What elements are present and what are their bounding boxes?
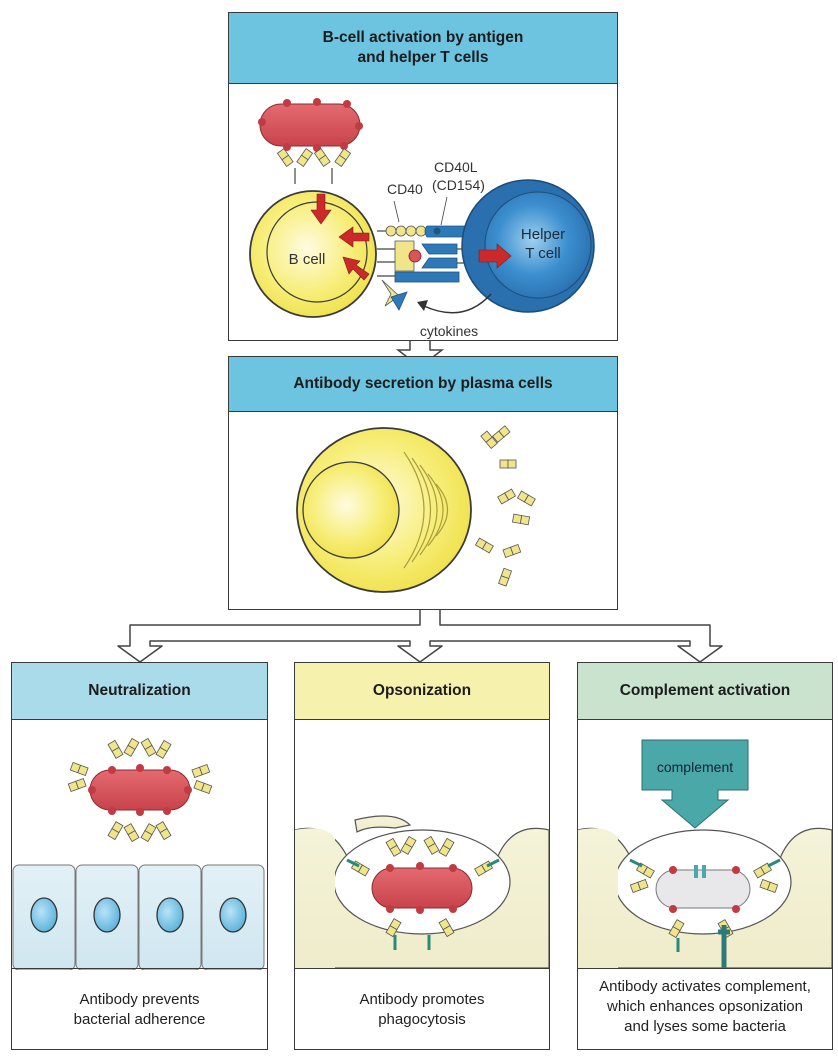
complement-receptors [629, 858, 781, 968]
epithelial-cells [12, 864, 265, 970]
neutralization-caption-line1: Antibody prevents [79, 991, 200, 1008]
complement-box: complement [641, 739, 749, 829]
complement-illustration: complement [578, 739, 832, 968]
cytokines [381, 279, 492, 314]
helper-t-cell: Helper T cell [461, 179, 595, 313]
complement-header: Complement activation [578, 663, 832, 720]
neutralization-panel: Neutralization Antibody p [11, 662, 268, 1050]
b-cell-label: B cell [289, 251, 326, 268]
complement-caption-line1: Antibody activates complement, [599, 978, 811, 995]
activation-illustration: B cell [249, 98, 595, 339]
cd40-receptor [377, 225, 427, 237]
opsonization-illustration [295, 815, 549, 968]
complement-box-label: complement [657, 759, 733, 775]
opsonized-bacterium [371, 862, 473, 914]
t-cell-signal-arrow [478, 243, 512, 269]
opsonization-caption: Antibody promotes phagocytosis [295, 990, 549, 1030]
bacterium [258, 98, 363, 152]
neutralization-caption: Antibody prevents bacterial adherence [12, 990, 267, 1030]
neutralization-caption-line2: bacterial adherence [73, 1011, 206, 1028]
helper-label-line2: T cell [525, 245, 561, 262]
signal-arrows [310, 193, 370, 281]
activation-title-line1: B-cell activation by antigen [322, 29, 524, 46]
activation-title-line2: and helper T cells [357, 49, 489, 66]
opsonization-panel: Opsonization Antibody promote [294, 662, 550, 1050]
complement-panel: Complement activation complement [577, 662, 833, 1050]
lysed-bacterium [655, 865, 751, 913]
activation-header: B-cell activation by antigen and helper … [229, 13, 617, 84]
opsonization-header: Opsonization [295, 663, 549, 720]
mhc-tcr-complex [377, 240, 469, 283]
secretion-header: Antibody secretion by plasma cells [229, 357, 617, 412]
activation-panel: B-cell activation by antigen and helper … [228, 12, 618, 341]
cd40l-label-line2: (CD154) [432, 177, 485, 193]
cd40l-label-line1: CD40L [434, 159, 478, 175]
neutralization-illustration [12, 738, 265, 970]
neutralization-header: Neutralization [12, 663, 267, 720]
fc-receptors [346, 858, 500, 950]
secreted-antibodies [475, 425, 536, 587]
opsonization-title: Opsonization [372, 682, 472, 699]
complement-caption-line2: which enhances opsonization [607, 998, 803, 1015]
plasma-cell [296, 427, 472, 593]
complement-title: Complement activation [619, 682, 791, 699]
secretion-title: Antibody secretion by plasma cells [293, 375, 553, 392]
neutralization-title: Neutralization [88, 682, 191, 699]
plasma-cell-illustration [296, 425, 536, 593]
cd40-label: CD40 [387, 181, 423, 197]
opsonization-caption-line1: Antibody promotes [359, 991, 485, 1008]
neutralized-bacterium [88, 764, 192, 816]
b-cell-receptors [277, 148, 351, 184]
cytokines-label: cytokines [420, 323, 478, 339]
secretion-panel: Antibody secretion by plasma cells [228, 356, 618, 610]
opsonization-caption-line2: phagocytosis [378, 1011, 466, 1028]
complement-caption: Antibody activates complement, which enh… [578, 977, 832, 1037]
helper-label-line1: Helper [521, 226, 565, 243]
complement-caption-line3: and lyses some bacteria [624, 1018, 786, 1035]
